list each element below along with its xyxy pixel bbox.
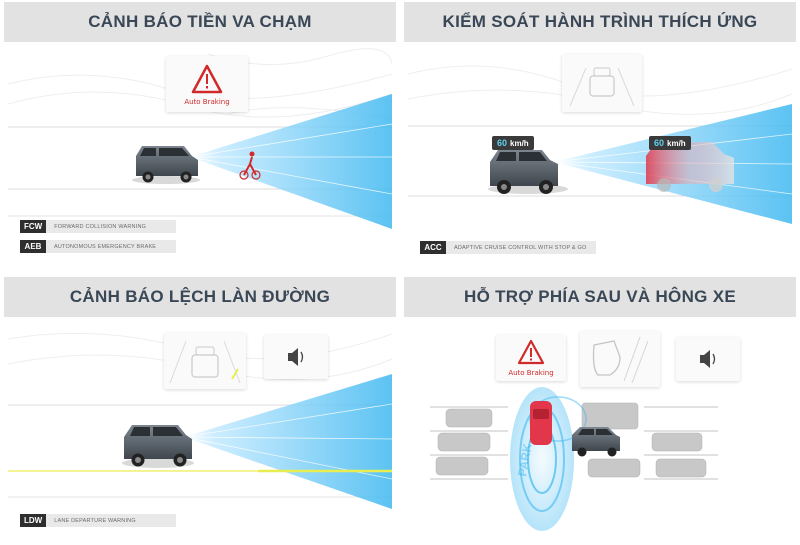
park-ground-text: PARK <box>515 442 535 477</box>
speaker-icon <box>700 350 716 368</box>
panel-title: KIỂM SOÁT HÀNH TRÌNH THÍCH ỨNG <box>404 2 796 42</box>
feature-description: LANE DEPARTURE WARNING <box>46 514 177 527</box>
parking-grid <box>430 406 718 480</box>
side-mirror-card <box>580 331 660 387</box>
scene-illustration: PARK <box>430 387 718 531</box>
suv-car-icon <box>572 427 620 457</box>
auto-braking-card: Auto Braking <box>166 56 248 112</box>
feature-description: AUTONOMOUS EMERGENCY BRAKE <box>46 240 176 253</box>
panel-lane-departure: CẢNH BÁO LỆCH LÀN ĐƯỜNG <box>4 277 396 543</box>
panel-forward-collision: CẢNH BÁO TIỀN VA CHẠM <box>4 2 396 268</box>
crossing-car-icon <box>530 401 552 445</box>
speaker-icon <box>288 348 304 366</box>
sensor-beam <box>190 94 392 229</box>
lead-car-icon <box>646 142 734 192</box>
auto-braking-card: Auto Braking <box>496 335 566 381</box>
scene-rear-side-assist: PARK Auto Braking <box>408 319 792 541</box>
auto-braking-label: Auto Braking <box>184 98 230 106</box>
rear-view-card <box>164 333 246 389</box>
panel-title: HỖ TRỢ PHÍA SAU VÀ HÔNG XE <box>404 277 796 317</box>
feature-tag-acc: ACC ADAPTIVE CRUISE CONTROL WITH STOP & … <box>420 241 596 254</box>
feature-code: FCW <box>20 220 47 233</box>
speed-unit: km/h <box>510 138 529 148</box>
scene-adaptive-cruise: 60 km/h 60 km/h ACC ADAPTIVE CRUISE CONT… <box>408 44 792 266</box>
cyclist-icon <box>239 151 261 180</box>
suv-car-icon <box>488 150 568 194</box>
side-mirror-icon <box>592 336 649 384</box>
feature-code: AEB <box>20 240 46 253</box>
own-speed-badge: 60 km/h <box>492 136 534 150</box>
rear-view-card <box>562 54 642 112</box>
car-rear-icon <box>569 67 635 107</box>
feature-description: FORWARD COLLISION WARNING <box>46 220 177 233</box>
feature-tag-aeb: AEB AUTONOMOUS EMERGENCY BRAKE <box>20 240 176 253</box>
scene-illustration <box>8 48 392 229</box>
car-rear-icon <box>169 340 241 384</box>
panel-adaptive-cruise: KIỂM SOÁT HÀNH TRÌNH THÍCH ỨNG <box>404 2 796 268</box>
sensor-beam <box>184 374 392 509</box>
suv-car-icon <box>132 146 200 184</box>
warning-triangle-icon <box>517 339 545 365</box>
auto-braking-label: Auto Braking <box>508 369 554 377</box>
feature-description: ADAPTIVE CRUISE CONTROL WITH STOP & GO <box>446 241 596 254</box>
feature-tag-ldw: LDW LANE DEPARTURE WARNING <box>20 514 177 527</box>
panel-rear-side-assist: HỖ TRỢ PHÍA SAU VÀ HÔNG XE <box>404 277 796 543</box>
feature-tag-fcw: FCW FORWARD COLLISION WARNING <box>20 220 177 233</box>
audio-alert-card <box>676 337 740 381</box>
speed-value: 60 <box>497 138 508 148</box>
feature-code: ACC <box>420 241 446 254</box>
feature-code: LDW <box>20 514 47 527</box>
warning-triangle-icon <box>191 64 223 94</box>
lead-speed-badge: 60 km/h <box>649 136 691 150</box>
panel-title: CẢNH BÁO TIỀN VA CHẠM <box>4 2 396 42</box>
speed-value: 60 <box>654 138 665 148</box>
speed-unit: km/h <box>667 138 686 148</box>
panel-title: CẢNH BÁO LỆCH LÀN ĐƯỜNG <box>4 277 396 317</box>
audio-alert-card <box>264 335 328 379</box>
suv-car-icon <box>122 425 194 468</box>
scene-forward-collision: Auto Braking FCW FORWARD COLLISION WARNI… <box>8 44 392 266</box>
scene-lane-departure: LDW LANE DEPARTURE WARNING <box>8 319 392 541</box>
